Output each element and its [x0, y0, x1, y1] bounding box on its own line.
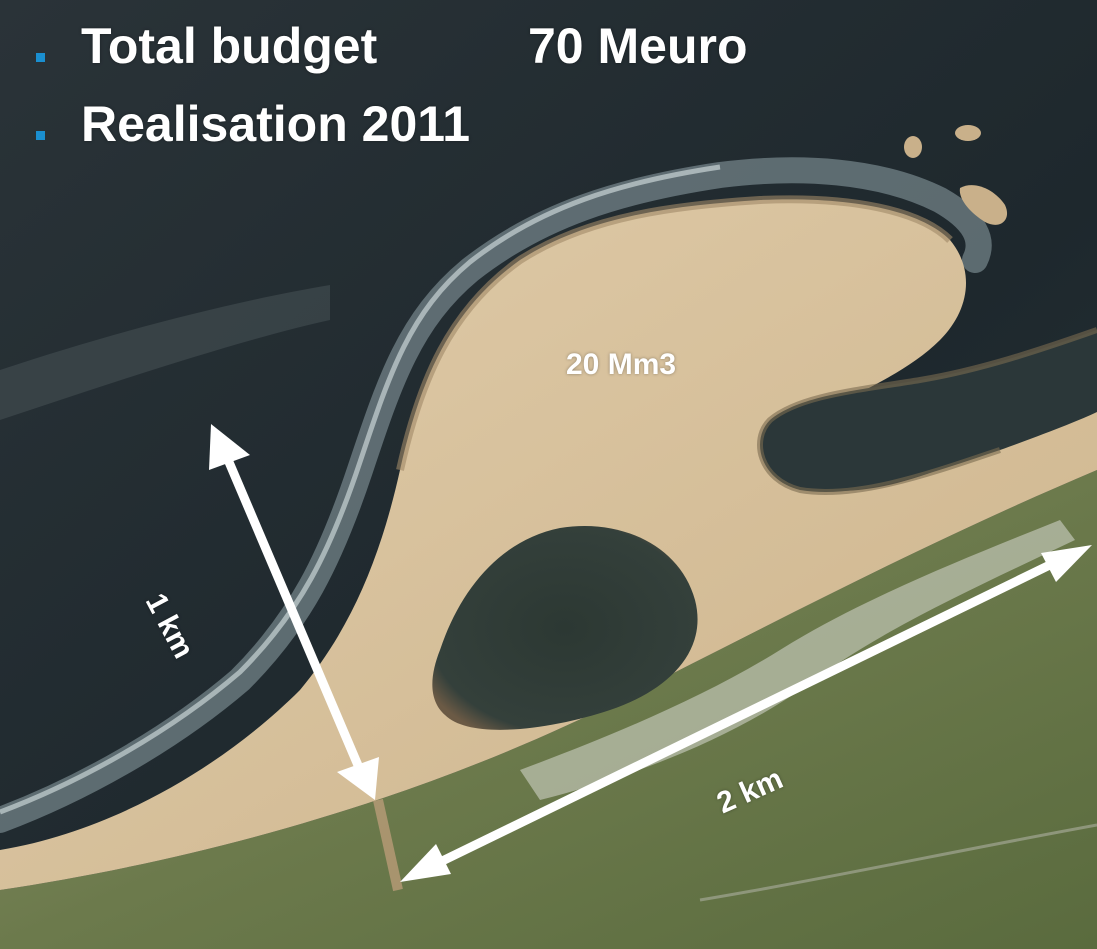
lagoon [432, 525, 698, 730]
bullet-realisation: Realisation 2011 [36, 96, 470, 152]
wet-sand-rim [396, 195, 953, 471]
dune-patches [520, 520, 1075, 800]
inner-bay [760, 330, 1097, 492]
surf-foam [0, 164, 721, 815]
bullet-total-budget: Total budget [36, 18, 377, 74]
dune-vegetation [0, 470, 1097, 949]
double-headed-arrow-icon [209, 424, 379, 800]
haze-band [0, 285, 330, 420]
sandbar [904, 136, 922, 158]
square-bullet-icon [36, 131, 45, 140]
outfall-channel [373, 798, 403, 892]
sandbar [959, 185, 1008, 225]
double-headed-arrow-icon [400, 545, 1092, 882]
inner-bay-rim [757, 327, 1097, 495]
dune-road [699, 823, 1097, 902]
bullet-label: Total budget [81, 18, 378, 74]
volume-label: 20 Mm3 [566, 348, 677, 381]
bullet-label: Realisation 2011 [81, 96, 471, 152]
bullet-value: 70 Meuro [528, 18, 748, 74]
sandbar [955, 125, 981, 141]
surf-line [0, 157, 992, 833]
square-bullet-icon [36, 53, 45, 62]
